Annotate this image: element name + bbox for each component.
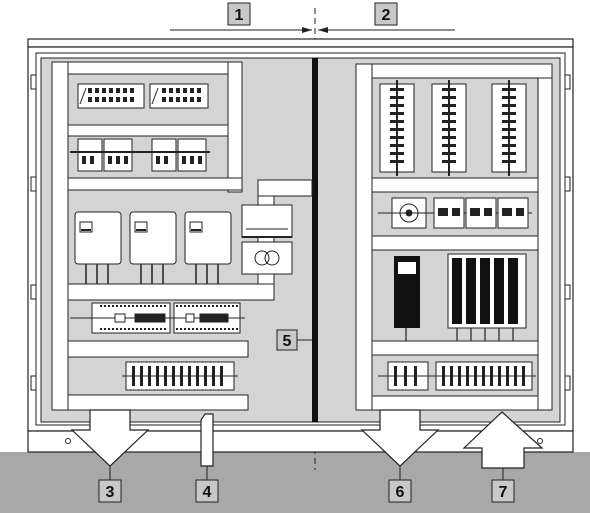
arrow-outflow-right: [360, 409, 440, 467]
plinth-bolt-left: [65, 438, 71, 444]
arrow-outflow-left: [70, 409, 150, 467]
socket-relays: [378, 197, 532, 229]
callout-6: 6: [388, 479, 412, 503]
hinge: [30, 176, 37, 192]
terminal-columns-right: [379, 80, 527, 176]
right-cable-ducts: [355, 63, 553, 411]
transformer: [241, 241, 293, 275]
svg-text:6: 6: [396, 484, 405, 501]
plinth-bolt-right: [537, 438, 543, 444]
hinge: [564, 74, 571, 90]
hinge: [564, 176, 571, 192]
power-supply: [241, 204, 293, 238]
svg-text:4: 4: [203, 484, 212, 501]
callout-2: 2: [374, 2, 398, 26]
terminal-strip-left: [122, 361, 238, 391]
svg-text:2: 2: [382, 7, 391, 24]
svg-text:5: 5: [283, 333, 292, 350]
callout-1: 1: [227, 2, 251, 26]
callout-5: 5: [276, 329, 298, 351]
hinge: [564, 284, 571, 300]
svg-text:3: 3: [106, 484, 115, 501]
arrow-inflow-left: [200, 413, 214, 467]
drive-units: [74, 211, 232, 284]
svg-text:1: 1: [235, 7, 244, 24]
separation-arrows: [170, 27, 455, 33]
terminal-strip-right: [378, 361, 536, 391]
circuit-breakers-left: [70, 138, 210, 172]
hinge: [30, 284, 37, 300]
callout-4: 4: [195, 479, 219, 503]
partition-wall: [312, 58, 318, 422]
connector-blocks: [77, 83, 209, 109]
callout-7: 7: [491, 479, 515, 503]
svg-text:7: 7: [499, 484, 508, 501]
plc-modules-left: [70, 302, 245, 334]
hinge: [564, 375, 571, 391]
hinge: [30, 375, 37, 391]
leader-lines: [109, 339, 504, 480]
callout-3: 3: [98, 479, 122, 503]
hinge: [30, 74, 37, 90]
plc-rack-right: [394, 253, 527, 341]
